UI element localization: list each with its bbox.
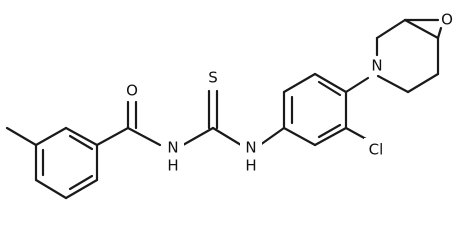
ring-bond [376,74,410,94]
ring-bond [403,18,440,40]
ring-bond [64,178,99,200]
chlorophenyl-ring [282,72,348,147]
nh-left-h-label: H [167,157,178,175]
nh-right-label: N [245,139,256,157]
bond-c-n [126,126,162,147]
oxygen-label: O [126,82,138,100]
ring-double-bond [317,123,342,139]
bond-c-cl [344,126,368,141]
atom-label-nh-left: N H [162,139,184,175]
bond-ring-carbonyl [95,126,130,147]
ring-bond [313,126,348,147]
atom-label-chlorine: Cl [364,138,388,160]
ring-bond [282,126,317,147]
nh-right-h-label: H [245,157,256,175]
bond-c-n2 [211,126,243,147]
sulfur-label: S [208,69,218,87]
bond-n-ring [258,126,286,147]
chemical-structure: O S N H N H Cl N O [5,10,456,200]
ring-bond [64,126,99,147]
atom-label-sulfur: S [205,69,221,87]
nh-left-label: N [167,139,178,157]
atom-label-oxygen-carbonyl: O [124,82,140,100]
morpholine-n-label: N [371,57,382,75]
chlorine-label: Cl [369,141,384,159]
morpholine-o-label: O [441,11,453,29]
ring-bond [282,72,317,94]
ring-bond [313,72,348,94]
ring-double-bond [317,80,342,97]
atom-label-morpholine-o: O [438,11,456,29]
morpholine-ring [375,18,440,94]
ring-bond [375,18,407,40]
molecule-canvas: O S N H N H Cl N O [5,10,456,200]
bond-ring-morpholine [344,76,370,94]
ring-bond [34,126,68,147]
ring-bond [406,72,440,94]
atom-label-morpholine-n: N [368,57,386,75]
atom-label-nh-right: N H [240,139,262,175]
ring-double-bond [68,174,94,191]
toluyl-ring [34,126,99,200]
bond-morpholine-o-left [436,26,443,40]
ring-double-bond [68,134,94,151]
bond-methyl [5,126,38,147]
bond-n-c [181,126,215,147]
ring-bond [34,178,68,200]
